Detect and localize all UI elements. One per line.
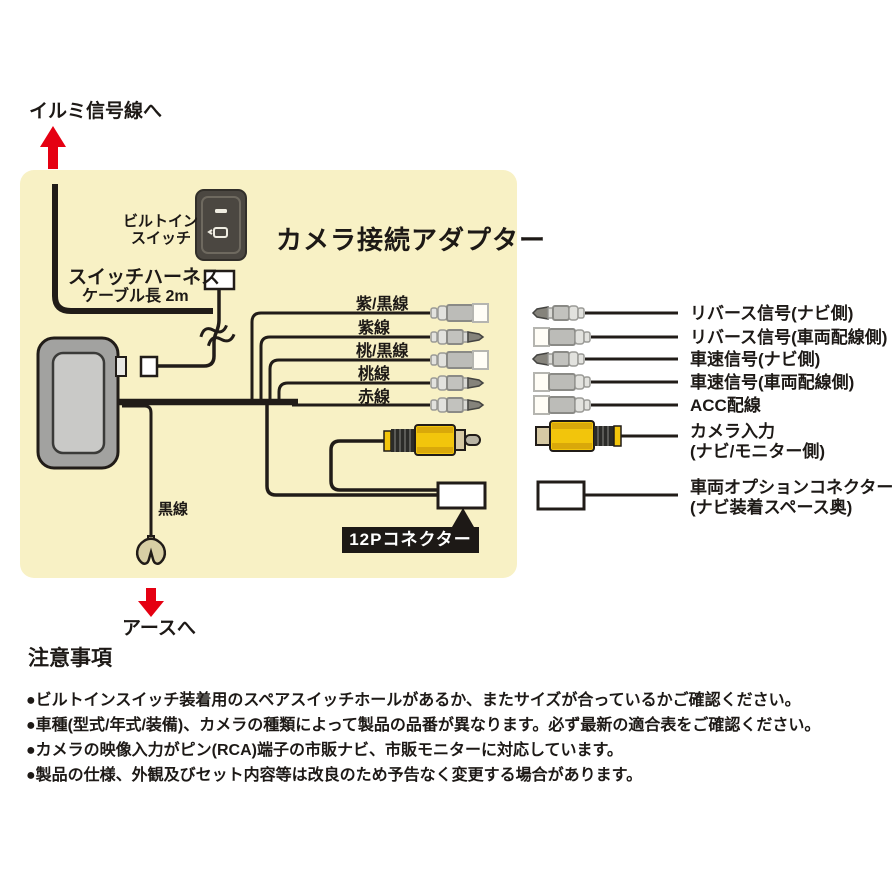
- acc-label: ACC配線: [690, 396, 761, 415]
- diagram-title: カメラ接続アダプター: [276, 225, 547, 255]
- notes-title: 注意事項: [28, 647, 112, 670]
- ground-label: アースへ: [122, 618, 196, 639]
- fork-terminal: [135, 535, 167, 565]
- adapter-unit: [36, 336, 127, 470]
- wire-connector-purple: [430, 329, 485, 345]
- reverse-navi-connector: [531, 305, 678, 321]
- switch-harness-cable: [157, 289, 221, 368]
- wire-label-purple: 紫線: [358, 320, 391, 337]
- camera-input-label: カメラ入力: [690, 422, 775, 441]
- acc-connector: [533, 395, 678, 415]
- speed-vehicle-label: 車速信号(車両配線側): [690, 373, 855, 392]
- vehicle-option-label: 車両オプションコネクター: [690, 478, 894, 497]
- vehicle-option-sub-label: (ナビ装着スペース奥): [690, 498, 853, 517]
- speed-navi-label: 車速信号(ナビ側): [690, 350, 821, 369]
- 12p-callout-box: [342, 527, 479, 553]
- built-in-switch: [195, 189, 247, 261]
- black-ground-wire: [122, 404, 153, 538]
- wire-connector-pink-black: [430, 350, 489, 370]
- arrow-up-icon: [40, 126, 66, 169]
- builtin-switch-label-line1: ビルトイン: [123, 213, 199, 230]
- 12p-connector-label: 12Pコネクター: [349, 530, 472, 549]
- vehicle-option-connector: [536, 480, 678, 511]
- rca-cable: [329, 439, 438, 492]
- switch-indicator: [215, 209, 227, 213]
- note-item-1: ●ビルトインスイッチ装着用のスペアスイッチホールがあるか、またサイズが合っている…: [26, 692, 801, 709]
- reverse-vehicle-label: リバース信号(車両配線側): [690, 328, 888, 347]
- camera-input-sub-label: (ナビ/モニター側): [690, 442, 826, 461]
- rca-male-connector: [383, 424, 481, 456]
- note-item-3: ●カメラの映像入力がピン(RCA)端子の市販ナビ、市販モニターに対応しています。: [26, 742, 623, 759]
- wire-label-red: 赤線: [358, 389, 391, 406]
- cable-length-label: ケーブル長 2m: [82, 288, 189, 305]
- wire-label-pink: 桃線: [358, 366, 391, 383]
- black-wire-label: 黒線: [158, 501, 189, 518]
- 12p-connector-box: [436, 481, 487, 510]
- reverse-vehicle-connector: [533, 327, 678, 347]
- note-item-2: ●車種(型式/年式/装備)、カメラの種類によって製品の品番が異なります。必ず最新…: [26, 717, 821, 734]
- wire-connector-pink: [430, 375, 485, 391]
- callout-pointer-icon: [452, 508, 474, 527]
- reverse-navi-label: リバース信号(ナビ側): [690, 304, 854, 323]
- camera-icon: [207, 227, 228, 238]
- speed-navi-connector: [531, 351, 678, 367]
- arrow-down-icon: [138, 588, 164, 617]
- speed-vehicle-connector: [533, 372, 678, 392]
- wire-connector-purple-black: [430, 303, 489, 323]
- wire-label-purple-black: 紫/黒線: [356, 296, 409, 313]
- builtin-switch-label-line2: スイッチ: [131, 230, 192, 247]
- note-item-4: ●製品の仕様、外観及びセット内容等は改良のため予告なく変更する場合があります。: [26, 767, 643, 784]
- wire-connector-red: [430, 397, 485, 413]
- switch-harness-label: スイッチハーネス: [68, 267, 221, 288]
- wire-fan: [250, 311, 430, 407]
- wire-label-pink-black: 桃/黒線: [356, 343, 409, 360]
- 12p-cable: [265, 404, 438, 497]
- cable-length-squiggle-icon: [199, 324, 236, 347]
- rca-female-connector: [535, 420, 678, 452]
- harness-plug: [139, 355, 159, 378]
- illumination-label: イルミ信号線へ: [29, 101, 163, 122]
- unit-side-socket: [115, 356, 127, 377]
- illumination-wire: [52, 184, 213, 314]
